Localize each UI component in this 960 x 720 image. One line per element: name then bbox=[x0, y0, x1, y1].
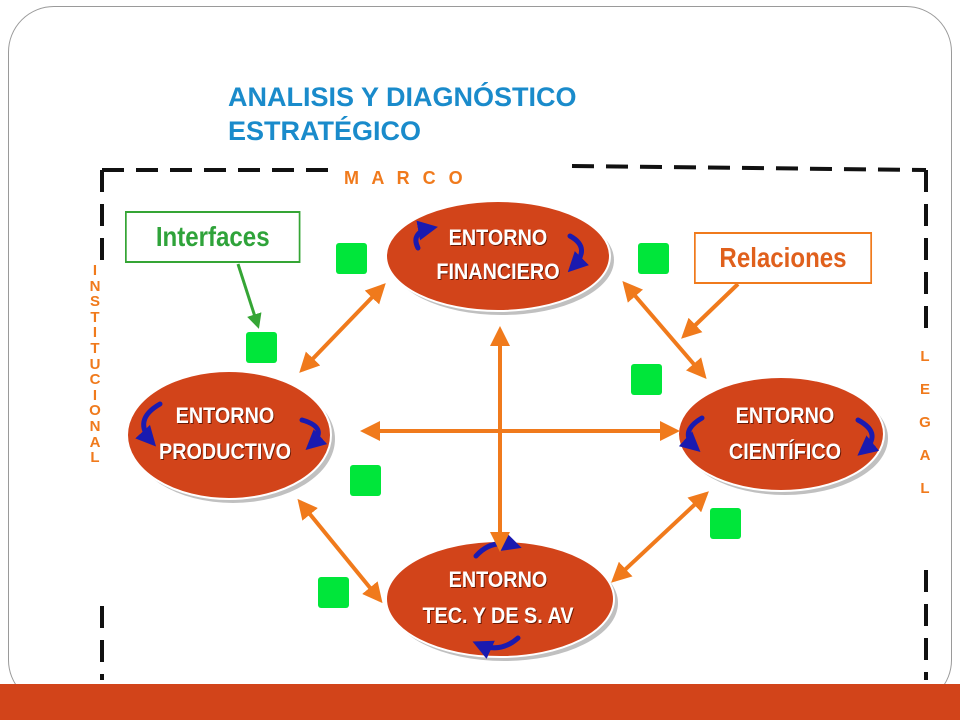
inst-letter: N bbox=[89, 277, 101, 295]
interface-square-5 bbox=[350, 465, 381, 496]
inst-letter: A bbox=[89, 433, 101, 451]
inst-letter: T bbox=[90, 339, 100, 357]
relaciones-callout: Relaciones bbox=[694, 232, 873, 284]
arrow-financiero-cientifico bbox=[622, 280, 707, 380]
interfaces-callout: Interfaces bbox=[125, 211, 301, 263]
cientifico-cycle-right bbox=[855, 417, 880, 456]
interfaces-pointer bbox=[236, 263, 262, 329]
node-financiero-label: ENTORNO FINANCIERO bbox=[418, 221, 578, 289]
interface-squares bbox=[246, 243, 741, 608]
arrow-financiero-productivo bbox=[299, 283, 386, 373]
financiero-cycle-left bbox=[413, 220, 438, 251]
interface-square-6 bbox=[710, 508, 741, 539]
inst-letter: I bbox=[92, 262, 98, 279]
dashed-frame bbox=[100, 164, 928, 680]
inst-letter: C bbox=[89, 371, 101, 389]
node-cientifico-label: ENTORNO CIENTÍFICO bbox=[700, 398, 870, 470]
arrow-cientifico-tecnologico bbox=[611, 491, 709, 583]
node-tecnologico-line1: ENTORNO bbox=[448, 567, 548, 592]
inst-letter: O bbox=[89, 402, 101, 420]
interface-square-4 bbox=[631, 364, 662, 395]
inst-letter: U bbox=[89, 355, 101, 373]
productivo-cycle-right bbox=[299, 417, 328, 451]
inst-letter: L bbox=[90, 449, 100, 467]
legal-letter: G bbox=[919, 414, 931, 431]
node-productivo-line1: ENTORNO bbox=[175, 403, 275, 428]
legal-letter: L bbox=[920, 348, 930, 365]
node-ellipses bbox=[126, 200, 888, 661]
interface-square-7 bbox=[318, 577, 349, 608]
frame-top-right bbox=[571, 164, 927, 172]
node-financiero-line1: ENTORNO bbox=[448, 225, 548, 250]
bottom-band bbox=[0, 684, 960, 720]
legal-letter: L bbox=[920, 480, 930, 497]
interface-square-1 bbox=[336, 243, 367, 274]
inst-letter: I bbox=[92, 386, 98, 404]
cientifico-cycle-left bbox=[678, 415, 705, 452]
legal-letter: E bbox=[919, 381, 930, 398]
node-productivo-line2: PRODUCTIVO bbox=[158, 439, 292, 464]
node-cientifico-line2: CIENTÍFICO bbox=[728, 439, 842, 464]
tecnologico-cycle-bottom bbox=[472, 635, 521, 659]
inst-letter: S bbox=[89, 293, 100, 311]
arrow-productivo-tecnologico bbox=[297, 498, 383, 604]
frame-label-legal: L E G A L bbox=[918, 340, 932, 505]
financiero-cycle-right bbox=[567, 233, 589, 273]
productivo-cycle-left bbox=[135, 401, 163, 447]
interface-square-3 bbox=[246, 332, 277, 363]
frame-label-institucional: I N S T I T U C I O N A L bbox=[88, 263, 102, 466]
legal-letter: A bbox=[919, 447, 931, 464]
page-title: ANALISIS Y DIAGNÓSTICO ESTRATÉGICO bbox=[228, 80, 577, 148]
relation-arrows bbox=[297, 280, 740, 604]
inst-letter: T bbox=[90, 308, 100, 326]
node-productivo-label: ENTORNO PRODUCTIVO bbox=[140, 398, 310, 470]
node-cientifico-line1: ENTORNO bbox=[735, 403, 835, 428]
title-line-2: ESTRATÉGICO bbox=[228, 116, 422, 146]
frame-label-marco: M A R C O bbox=[344, 168, 467, 188]
title-line-1: ANALISIS Y DIAGNÓSTICO bbox=[228, 82, 577, 112]
node-tecnologico-label: ENTORNO TEC. Y DE S. AV bbox=[398, 562, 598, 634]
inst-letter: I bbox=[92, 324, 98, 342]
node-tecnologico-line2: TEC. Y DE S. AV bbox=[422, 603, 574, 628]
interface-square-2 bbox=[638, 243, 669, 274]
node-financiero-line2: FINANCIERO bbox=[436, 259, 560, 284]
productivo-ellipse bbox=[126, 370, 332, 500]
relaciones-pointer bbox=[681, 282, 740, 339]
inst-letter: N bbox=[89, 417, 101, 435]
financiero-ellipse bbox=[385, 200, 611, 312]
